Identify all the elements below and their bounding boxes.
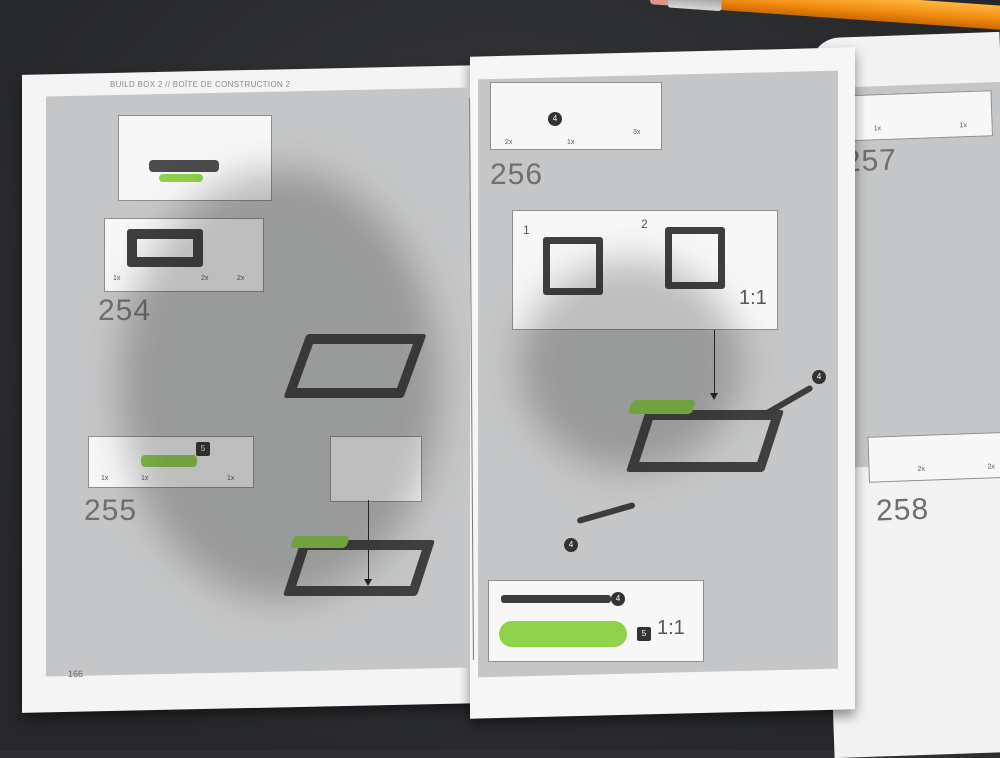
detail-box-255 xyxy=(330,436,422,502)
scale-reference-box: 4 5 1:1 xyxy=(488,580,704,662)
parts-box-256: 2x 1x 3x xyxy=(490,82,662,150)
part-qty: 3x xyxy=(633,129,641,136)
beam-size-callout: 5 xyxy=(637,627,651,641)
scale-label: 1:1 xyxy=(739,287,767,309)
step-number-255: 255 xyxy=(84,494,138,527)
part-qty: 2x xyxy=(917,465,926,474)
lego-beam-green xyxy=(141,455,197,467)
axle-size-callout: 4 xyxy=(812,370,826,384)
scale-label: 1:1 xyxy=(657,617,685,639)
axle-size-callout: 4 xyxy=(564,538,578,552)
lego-subassembly xyxy=(543,237,603,295)
part-qty: 1x xyxy=(873,125,882,133)
sub-step-1: 1 xyxy=(523,223,530,237)
result-preview-box xyxy=(118,115,272,201)
step-number-258: 258 xyxy=(875,492,930,528)
step-number-256: 256 xyxy=(490,158,544,191)
hand-shadow xyxy=(120,170,440,600)
lego-frame xyxy=(127,229,203,267)
part-qty: 1x xyxy=(113,275,121,282)
sub-steps-box-256: 1 2 1:1 xyxy=(512,210,778,330)
assembly-arrow xyxy=(364,500,372,586)
beam-size-callout: 5 xyxy=(196,442,210,456)
part-qty: 1x xyxy=(227,475,235,482)
part-qty: 1x xyxy=(101,475,109,482)
axle-size-callout: 4 xyxy=(611,592,625,606)
axle-size-callout: 4 xyxy=(548,112,562,126)
parts-box-257: 1x 1x xyxy=(839,90,994,142)
part-qty: 2x xyxy=(505,139,513,146)
lego-beam-green xyxy=(159,174,203,182)
lego-axle-reference xyxy=(501,595,611,603)
part-qty: 2x xyxy=(987,463,996,471)
parts-box-254: 1x 2x 2x xyxy=(104,218,264,292)
part-qty: 1x xyxy=(959,122,968,130)
part-qty: 2x xyxy=(237,275,245,282)
page-number: 166 xyxy=(68,669,84,679)
part-qty: 1x xyxy=(141,475,149,482)
hand-shadow xyxy=(520,260,740,470)
lego-subassembly xyxy=(665,227,725,289)
sub-step-2: 2 xyxy=(641,217,648,231)
page-header: BUILD BOX 2 // BOÎTE DE CONSTRUCTION 2 xyxy=(110,80,291,89)
parts-box-258: 2x 2x xyxy=(867,431,1000,483)
lego-beam-reference xyxy=(499,621,627,647)
lego-beam xyxy=(149,160,219,172)
step-number-254: 254 xyxy=(98,294,152,327)
parts-box-255: 1x 1x 1x xyxy=(88,436,254,488)
assembly-arrow xyxy=(710,330,718,400)
part-qty: 2x xyxy=(201,275,209,282)
part-qty: 1x xyxy=(567,139,575,146)
